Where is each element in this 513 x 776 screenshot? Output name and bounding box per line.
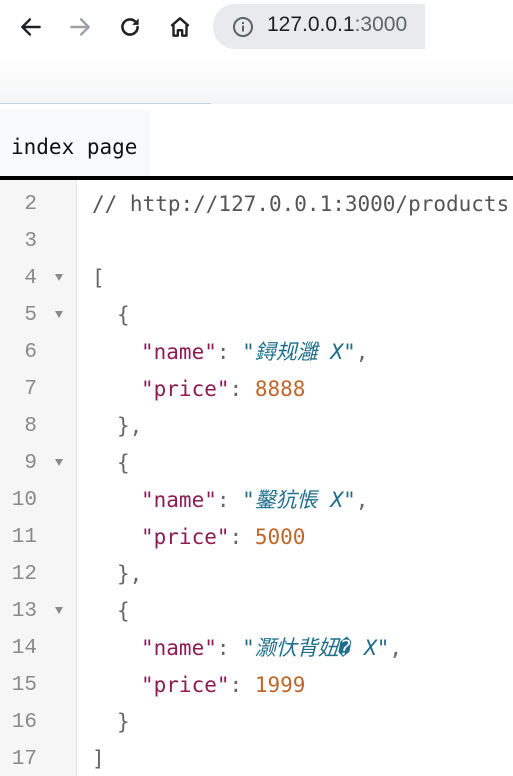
code-line: 7 "price": 8888 <box>0 371 513 408</box>
code-line: 8 }, <box>0 408 513 445</box>
json-number-value: 1999 <box>254 673 306 697</box>
code-line: 3 <box>0 223 513 260</box>
json-key: "name" <box>141 488 217 512</box>
line-number: 5 <box>24 304 37 327</box>
code-line: 6 "name": "鐞规灉 X", <box>0 334 513 371</box>
code-line: 16 } <box>0 704 513 741</box>
toolbar-band <box>0 54 513 104</box>
json-key: "price" <box>141 673 230 697</box>
line-number: 13 <box>11 600 37 623</box>
code-line: 12 }, <box>0 556 513 593</box>
home-icon <box>170 17 190 37</box>
line-number: 2 <box>24 193 37 216</box>
comment-text: // http://127.0.0.1:3000/products <box>92 192 510 216</box>
code-text: { <box>117 599 130 623</box>
line-number: 16 <box>11 711 37 734</box>
address-bar[interactable]: 127.0.0.1:3000 <box>213 4 425 49</box>
browser-toolbar: 127.0.0.1:3000 <box>0 0 513 54</box>
url-port: :3000 <box>354 13 408 36</box>
code-text: }, <box>117 562 143 586</box>
line-number: 4 <box>24 267 37 290</box>
json-number-value: 5000 <box>254 525 306 549</box>
json-key: "name" <box>141 340 217 364</box>
line-number: 10 <box>11 489 37 512</box>
code-text: { <box>117 303 130 327</box>
code-text: }, <box>117 414 143 438</box>
arrow-left-icon <box>21 18 41 36</box>
code-line: 10 "name": "鑿犺悵 X", <box>0 482 513 519</box>
band-line <box>0 103 211 104</box>
reload-icon <box>121 18 139 36</box>
code-line: 13 { <box>0 593 513 630</box>
forward-button[interactable] <box>60 7 100 47</box>
url-host: 127.0.0.1 <box>267 13 355 36</box>
page-title: index page <box>11 135 138 159</box>
code-line: 17 ] <box>0 741 513 776</box>
fold-arrow-icon[interactable] <box>55 607 63 614</box>
json-string-value: "鑿犺悵 X" <box>242 488 356 512</box>
line-number: 12 <box>11 563 37 586</box>
line-number: 15 <box>11 674 37 697</box>
json-key: "price" <box>141 525 230 549</box>
line-number: 17 <box>11 748 37 771</box>
home-button[interactable] <box>160 7 200 47</box>
json-string-value: "鐞规灉 X" <box>242 340 356 364</box>
line-number: 14 <box>11 637 37 660</box>
json-number-value: 8888 <box>254 377 306 401</box>
reload-button[interactable] <box>110 7 150 47</box>
fold-arrow-icon[interactable] <box>55 311 63 318</box>
code-line: 11 "price": 5000 <box>0 519 513 556</box>
line-number: 6 <box>24 341 37 364</box>
arrow-right-icon <box>70 18 90 36</box>
line-number: 3 <box>24 230 37 253</box>
fold-arrow-icon[interactable] <box>55 459 63 466</box>
back-button[interactable] <box>11 7 51 47</box>
code-line: 15 "price": 1999 <box>0 667 513 704</box>
line-number: 9 <box>24 452 37 475</box>
code-line: 2 // http://127.0.0.1:3000/products <box>0 186 513 223</box>
json-string-value: "灏忕背妞� X" <box>242 636 390 660</box>
code-line: 5 { <box>0 297 513 334</box>
line-number-gutter <box>0 180 77 776</box>
code-line: 14 "name": "灏忕背妞� X", <box>0 630 513 667</box>
code-editor[interactable]: 2 // http://127.0.0.1:3000/products 3 4 … <box>0 180 513 776</box>
line-number: 7 <box>24 378 37 401</box>
line-number: 11 <box>11 526 37 549</box>
page-tab <box>0 110 150 177</box>
info-icon[interactable] <box>231 15 255 39</box>
code-line: 4 [ <box>0 260 513 297</box>
url-text: 127.0.0.1:3000 <box>267 13 407 37</box>
json-key: "name" <box>141 636 217 660</box>
json-key: "price" <box>141 377 230 401</box>
divider <box>0 176 513 180</box>
code-text: { <box>117 451 130 475</box>
code-line: 9 { <box>0 445 513 482</box>
code-text: [ <box>92 266 105 290</box>
code-text: } <box>117 710 130 734</box>
line-number: 8 <box>24 415 37 438</box>
code-text: ] <box>92 747 105 771</box>
fold-arrow-icon[interactable] <box>55 274 63 281</box>
